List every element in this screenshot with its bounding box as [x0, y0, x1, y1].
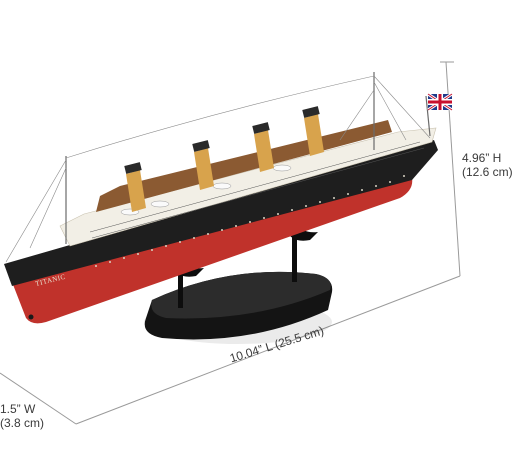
- hull-black-section: [4, 140, 438, 286]
- funnel-3: [252, 122, 274, 172]
- stand-post-right: [292, 234, 297, 282]
- hull-portholes: [95, 175, 405, 267]
- display-stand: [144, 222, 333, 344]
- height-dimension-label: 4.96” H (12.6 cm): [462, 151, 513, 179]
- length-dimension-line: [75, 275, 461, 425]
- ship-funnels: [124, 106, 324, 212]
- funnel-1: [124, 162, 146, 212]
- superstructure-windows: [89, 141, 425, 239]
- height-metric-text: (12.6 cm): [462, 165, 513, 179]
- width-imperial-text: 1.5” W: [0, 402, 36, 416]
- width-dimension-line: [0, 372, 77, 425]
- ship-rigging: [5, 75, 431, 263]
- stand-post-left: [178, 268, 183, 308]
- union-jack-flag-icon: [427, 92, 453, 112]
- ship-masts: [65, 72, 431, 244]
- ship-hull: TITANIC: [4, 140, 438, 324]
- stand-base-top: [151, 271, 331, 319]
- superstructure-main: [59, 127, 437, 247]
- height-imperial-text: 4.96” H: [462, 151, 502, 165]
- flag-pole: [425, 95, 431, 137]
- funnel-4: [302, 106, 324, 156]
- width-dimension-label: 1.5” W (3.8 cm): [0, 402, 44, 430]
- funnel-2: [192, 140, 214, 190]
- anchor-icon: [28, 314, 34, 320]
- width-metric-text: (3.8 cm): [0, 416, 45, 430]
- hull-red-section: [12, 178, 413, 324]
